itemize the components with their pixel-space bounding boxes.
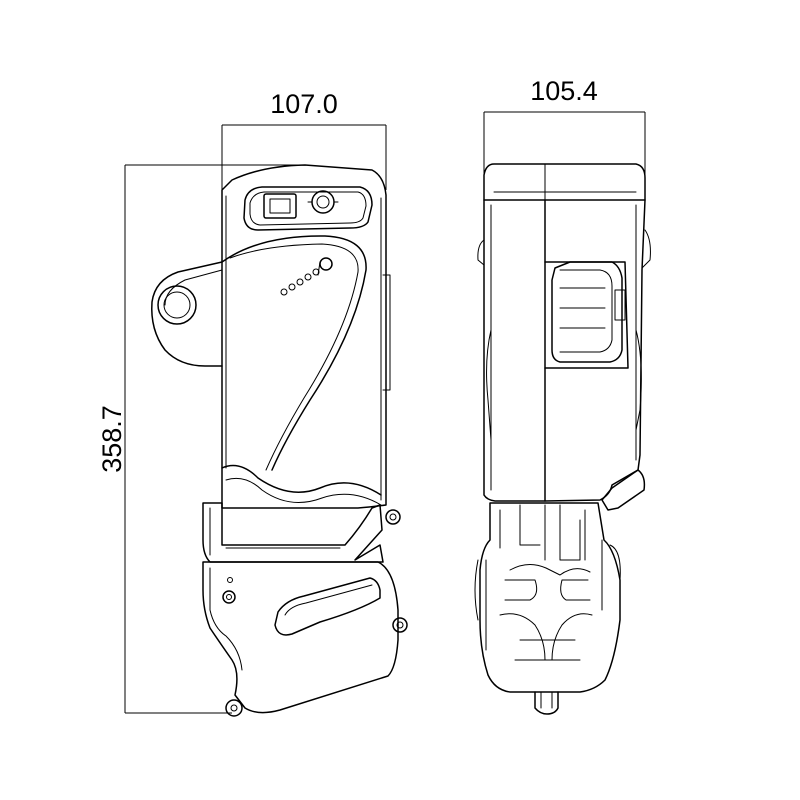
side-mount-base <box>479 502 621 693</box>
side-top-cap <box>483 163 646 201</box>
dimension-side-width: 105.4 <box>483 76 646 180</box>
dimension-front-width: 107.0 <box>221 89 387 190</box>
mount-base-top <box>202 502 384 563</box>
carry-handle <box>151 261 223 367</box>
battery-body-outline <box>221 164 387 509</box>
side-view <box>474 163 651 715</box>
mount-base-body <box>202 561 399 714</box>
battery-level-indicator <box>280 257 333 296</box>
side-body-outline <box>483 199 646 502</box>
side-width-label: 105.4 <box>530 76 598 106</box>
height-label: 358.7 <box>97 405 127 473</box>
dimension-height: 358.7 <box>97 164 305 714</box>
power-switch-icon <box>263 193 297 219</box>
front-width-label: 107.0 <box>270 89 338 119</box>
side-panel-swoosh <box>221 235 367 471</box>
front-view <box>151 164 408 717</box>
key-lock-icon <box>307 190 339 214</box>
control-panel <box>243 186 373 231</box>
latch-mechanism <box>544 261 629 369</box>
